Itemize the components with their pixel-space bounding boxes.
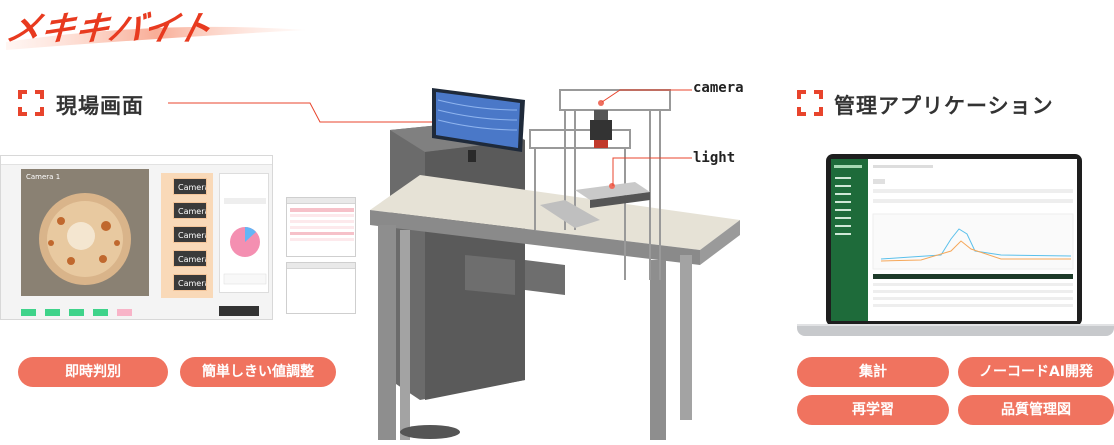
ok-button-2[interactable] (45, 309, 60, 316)
logo-text: メキキバイト (6, 9, 216, 48)
threshold-dialog (286, 197, 356, 257)
pill-nocode-ai: ノーコードAI開発 (958, 357, 1114, 387)
ok-button-4[interactable] (93, 309, 108, 316)
leader-line-light (612, 157, 692, 186)
section-title-management: 管理アプリケーション (834, 94, 1054, 118)
mekikibyte-logo: メキキバイト (6, 9, 306, 50)
camera-unit (590, 100, 612, 148)
ok-button-3[interactable] (69, 309, 84, 316)
onsite-app-screenshot: Camera 1 Camera2 Camera3 Camera4 Camera5… (0, 155, 273, 320)
stats-panel (219, 173, 269, 293)
ok-button-1[interactable] (21, 309, 36, 316)
bracket-icon (18, 90, 44, 116)
bracket-icon-right (797, 90, 823, 116)
label-camera: camera (693, 80, 744, 96)
pill-aggregate: 集計 (797, 357, 949, 387)
camera-title: Camera 1 (26, 173, 61, 181)
ng-button[interactable] (117, 309, 132, 316)
sidebar-items (834, 165, 862, 235)
monitor (432, 88, 525, 162)
pill-quality-chart: 品質管理図 (958, 395, 1114, 425)
settings-dialog (286, 262, 356, 314)
action-buttons-row (1, 304, 274, 319)
camera4-button[interactable]: Camera4 (173, 226, 207, 243)
pie-chart (223, 198, 267, 285)
section-title-onsite: 現場画面 (56, 94, 144, 118)
leader-line-monitor (168, 102, 450, 123)
camera6-button[interactable]: Camera6 (173, 274, 207, 291)
end-button[interactable] (219, 306, 259, 316)
camera5-button[interactable]: Camera5 (173, 250, 207, 267)
threshold-table (290, 208, 354, 241)
leader-line-camera (601, 89, 692, 103)
pill-retraining: 再学習 (797, 395, 949, 425)
camera2-button[interactable]: Camera2 (173, 178, 207, 195)
management-app (831, 159, 1077, 321)
dashboard-content (872, 165, 1074, 307)
laptop-screen (826, 154, 1082, 326)
pill-instant-judgment: 即時判別 (18, 357, 168, 387)
camera3-button[interactable]: Camera3 (173, 202, 207, 219)
app-sidebar (831, 159, 868, 321)
camera-view: Camera 1 (21, 169, 149, 296)
app-titlebar (1, 156, 272, 165)
inspected-sample (39, 193, 131, 285)
laptop-base (797, 326, 1114, 336)
label-light: light (693, 150, 736, 166)
pill-easy-threshold: 簡単しきい値調整 (180, 357, 336, 387)
inspection-machine-illustration (370, 88, 740, 440)
